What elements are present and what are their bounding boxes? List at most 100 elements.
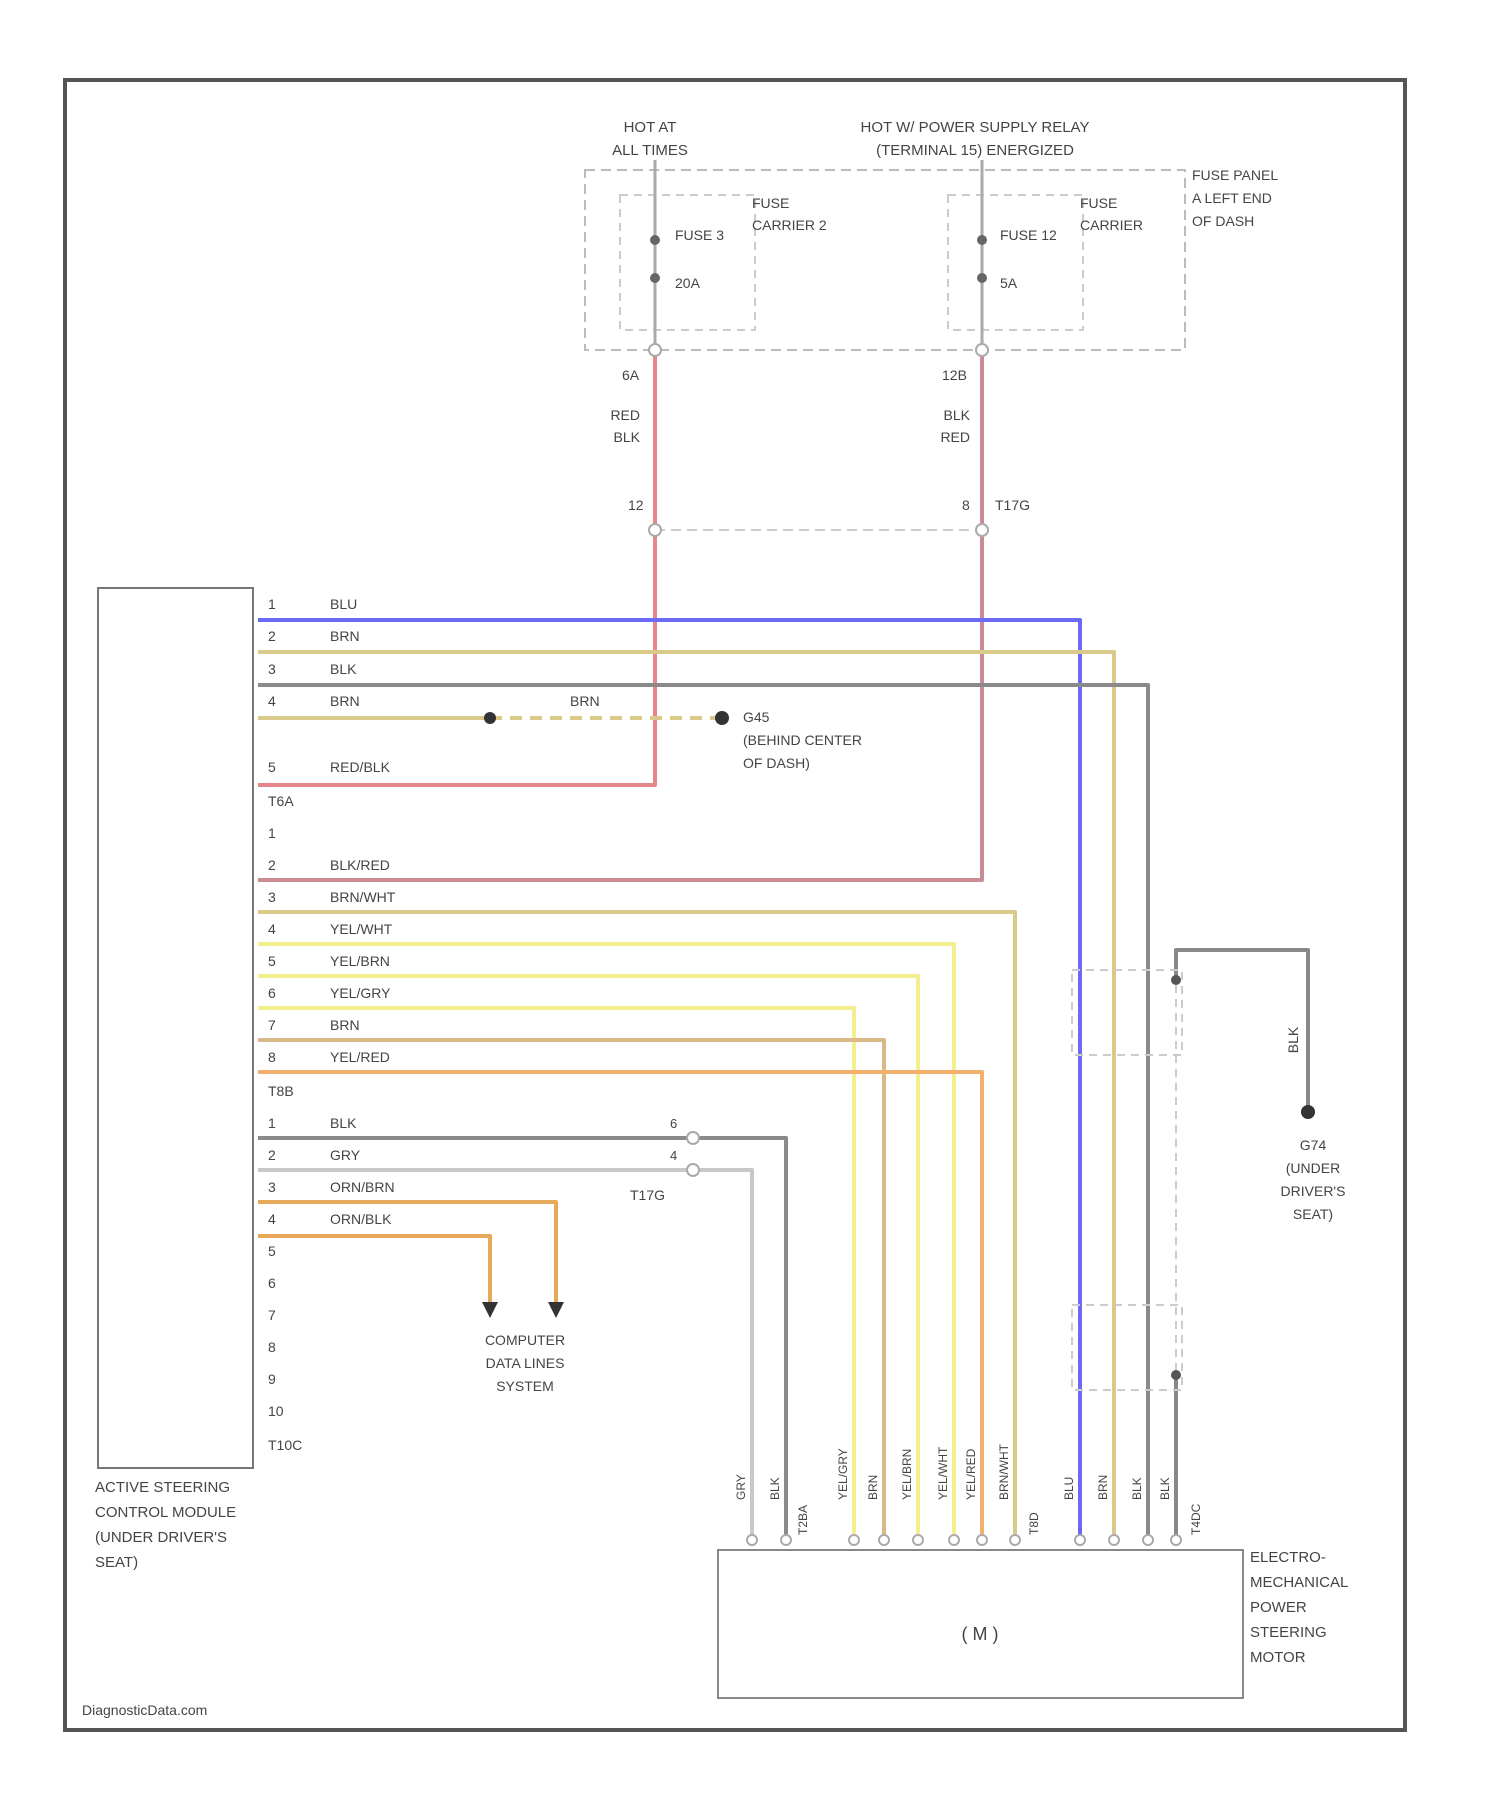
svg-text:POWER: POWER [1250,1599,1307,1616]
connector-t8b-label: T8B [268,1083,294,1099]
svg-text:ORN/BLK: ORN/BLK [330,1211,392,1227]
svg-text:1: 1 [268,825,276,841]
svg-text:BRN/WHT: BRN/WHT [330,889,396,905]
svg-text:5: 5 [268,953,276,969]
svg-text:T8D: T8D [1027,1512,1041,1535]
fuse-a-rating: 20A [675,275,701,291]
svg-text:BRN/WHT: BRN/WHT [997,1443,1011,1500]
fuse-a-bottom-terminal [650,273,660,283]
svg-text:BRN: BRN [1096,1475,1110,1500]
svg-text:1: 1 [268,596,276,612]
splice-dot [484,712,496,724]
inline-terminal-a [649,524,661,536]
svg-text:ORN/BRN: ORN/BRN [330,1179,395,1195]
svg-text:CARRIER: CARRIER [1080,217,1143,233]
svg-text:BRN: BRN [330,693,360,709]
fuse-a-top-terminal [650,235,660,245]
motor-connector-names: T2BA T8D T4DC [796,1503,1203,1535]
svg-text:YEL/WHT: YEL/WHT [936,1446,950,1500]
g74-splice-lower [1171,1370,1181,1380]
svg-text:8: 8 [268,1049,276,1065]
svg-text:HOT W/ POWER SUPPLY RELAY: HOT W/ POWER SUPPLY RELAY [861,119,1090,136]
ground-g45-terminal [715,711,729,725]
fuse-b-out-terminal [976,344,988,356]
fuse-b-name: FUSE 12 [1000,227,1057,243]
fuse-carrier-a-box [620,195,755,330]
svg-text:MOTOR: MOTOR [1250,1649,1306,1666]
data-line-arrow-b [548,1302,564,1318]
svg-text:YEL/RED: YEL/RED [330,1049,390,1065]
steering-motor-label: ELECTRO- MECHANICAL POWER STEERING MOTOR [1250,1549,1348,1666]
control-module-box [98,588,253,1468]
fuse-carrier-b-box [948,195,1083,330]
svg-text:BLK/RED: BLK/RED [330,857,390,873]
svg-text:5: 5 [268,1243,276,1259]
hot-at-all-times-label: HOT AT ALL TIMES [612,119,688,159]
t17g-pin-4-terminal [687,1164,699,1176]
svg-text:CARRIER 2: CARRIER 2 [752,217,827,233]
g74-dashed-connector-lower [1072,1305,1182,1390]
control-module-label: ACTIVE STEERING CONTROL MODULE (UNDER DR… [95,1479,236,1571]
t17g-pin-4-label: 4 [670,1148,677,1163]
svg-text:YEL/BRN: YEL/BRN [900,1449,914,1500]
fuse-b-bottom-terminal [977,273,987,283]
svg-text:GRY: GRY [330,1147,361,1163]
svg-text:COMPUTER: COMPUTER [485,1332,565,1348]
wire-orn-brn [258,1202,556,1305]
g74-splice-upper [1171,975,1181,985]
svg-text:ALL TIMES: ALL TIMES [612,142,688,159]
svg-text:6: 6 [268,1275,276,1291]
t17g-lower-label: T17G [630,1187,665,1203]
inline-pin-b-label: 8 [962,497,970,513]
svg-text:9: 9 [268,1371,276,1387]
fuse-b-rating: 5A [1000,275,1018,291]
ground-g45-label: G45 (BEHIND CENTER OF DASH) [743,709,862,771]
svg-text:8: 8 [268,1339,276,1355]
ground-g45-wire-label: BRN [570,693,600,709]
svg-text:OF DASH): OF DASH) [743,755,810,771]
motor-symbol: ( M ) [962,1624,999,1644]
svg-text:YEL/GRY: YEL/GRY [836,1448,850,1500]
svg-text:(BEHIND CENTER: (BEHIND CENTER [743,732,862,748]
fuse-carrier-b-label: FUSE CARRIER [1080,195,1143,233]
svg-text:RED: RED [610,407,640,423]
fuse-b-pin-label: 12B [942,367,967,383]
svg-text:6: 6 [268,985,276,1001]
hot-with-relay-label: HOT W/ POWER SUPPLY RELAY (TERMINAL 15) … [861,119,1090,159]
wire-yel-red [258,1072,982,1540]
connector-t6a-label: T6A [268,793,294,809]
svg-text:BLK: BLK [768,1477,782,1500]
svg-text:(UNDER: (UNDER [1286,1160,1340,1176]
svg-text:YEL/RED: YEL/RED [964,1448,978,1500]
svg-text:SEAT): SEAT) [1293,1206,1333,1222]
svg-text:RED/BLK: RED/BLK [330,759,391,775]
svg-text:HOT AT: HOT AT [624,119,677,136]
t17g-pin-6-terminal [687,1132,699,1144]
svg-text:FUSE: FUSE [752,195,789,211]
svg-text:YEL/BRN: YEL/BRN [330,953,390,969]
svg-text:BLK: BLK [614,429,641,445]
fuse-a-pin-label: 6A [622,367,640,383]
svg-text:2: 2 [268,857,276,873]
svg-text:G45: G45 [743,709,770,725]
fuse-panel-label: FUSE PANEL A LEFT END OF DASH [1192,167,1278,229]
ground-g74-label: G74 (UNDER DRIVER'S SEAT) [1281,1137,1346,1222]
connector-t10c-label: T10C [268,1437,302,1453]
fuse-carrier-a-label: FUSE CARRIER 2 [752,195,827,233]
svg-text:BRN: BRN [330,1017,360,1033]
g74-dashed-connector-upper [1072,970,1182,1055]
svg-text:BLK: BLK [1130,1477,1144,1500]
svg-text:MECHANICAL: MECHANICAL [1250,1574,1348,1591]
watermark: DiagnosticData.com [82,1702,207,1718]
svg-text:SYSTEM: SYSTEM [496,1378,554,1394]
wire-orn-blk [258,1236,490,1305]
svg-text:10: 10 [268,1403,284,1419]
svg-text:7: 7 [268,1307,276,1323]
svg-text:CONTROL MODULE: CONTROL MODULE [95,1504,236,1521]
wire-b-color-label: BLK RED [940,407,970,445]
svg-text:3: 3 [268,661,276,677]
svg-text:ELECTRO-: ELECTRO- [1250,1549,1326,1566]
svg-text:BLU: BLU [1062,1477,1076,1500]
svg-text:RED: RED [940,429,970,445]
svg-text:1: 1 [268,1115,276,1131]
